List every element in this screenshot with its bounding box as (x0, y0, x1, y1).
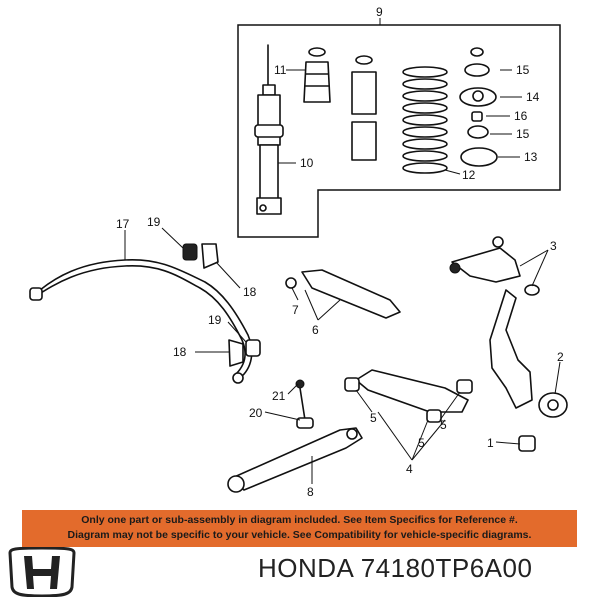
stabilizer-link (295, 379, 314, 429)
callout-15b: 15 (516, 127, 530, 141)
callout-12: 12 (462, 168, 476, 182)
callout-19a: 19 (147, 215, 161, 229)
callout-2: 2 (557, 350, 564, 364)
callout-15a: 15 (516, 63, 530, 77)
lower-control-arm (344, 369, 473, 423)
strut-assembly (254, 44, 284, 215)
stabilizer-bushing-lower (228, 339, 261, 367)
brand-name: HONDA (258, 553, 353, 583)
callout-19b: 19 (208, 313, 222, 327)
callout-13: 13 (524, 150, 538, 164)
radius-rod (285, 269, 401, 319)
suspension-parts-diagram: 1 2 3 4 5 5 5 6 7 8 9 10 11 12 13 14 15 … (29, 5, 568, 499)
steering-knuckle (489, 289, 568, 452)
callout-10: 10 (300, 156, 314, 170)
callout-5c: 5 (440, 418, 447, 432)
upper-mount-stack (459, 47, 498, 167)
callout-8: 8 (307, 485, 314, 499)
dust-boot (351, 55, 377, 161)
callout-14: 14 (526, 90, 540, 104)
inset-box (237, 24, 561, 238)
callout-1: 1 (487, 436, 494, 450)
callout-20: 20 (249, 406, 263, 420)
upper-control-arm (449, 236, 540, 296)
callout-7: 7 (292, 303, 299, 317)
disclaimer-line-2: Diagram may not be specific to your vehi… (67, 529, 532, 541)
callout-labels: 1 2 3 4 5 5 5 6 7 8 9 10 11 12 13 14 15 … (116, 5, 564, 499)
callout-4: 4 (406, 462, 413, 476)
part-number: 74180TP6A00 (360, 553, 533, 583)
callout-9: 9 (376, 5, 383, 19)
coil-spring (402, 66, 448, 174)
callout-6: 6 (312, 323, 319, 337)
callout-21: 21 (272, 389, 286, 403)
callout-17: 17 (116, 217, 130, 231)
stabilizer-bushing-upper (182, 243, 219, 269)
callout-3: 3 (550, 239, 557, 253)
disclaimer-line-1: Only one part or sub-assembly in diagram… (81, 514, 518, 526)
callout-5b: 5 (418, 436, 425, 450)
callout-11: 11 (274, 63, 287, 77)
bump-stop (303, 47, 331, 103)
callout-16: 16 (514, 109, 528, 123)
part-title: HONDA 74180TP6A00 (258, 553, 532, 584)
leader-lines (124, 69, 561, 484)
callout-5a: 5 (370, 411, 377, 425)
callout-18b: 18 (173, 345, 187, 359)
honda-wing-logo-icon (8, 547, 76, 597)
compensator-arm (227, 427, 363, 493)
callout-18a: 18 (243, 285, 257, 299)
disclaimer-banner: Only one part or sub-assembly in diagram… (22, 510, 577, 547)
